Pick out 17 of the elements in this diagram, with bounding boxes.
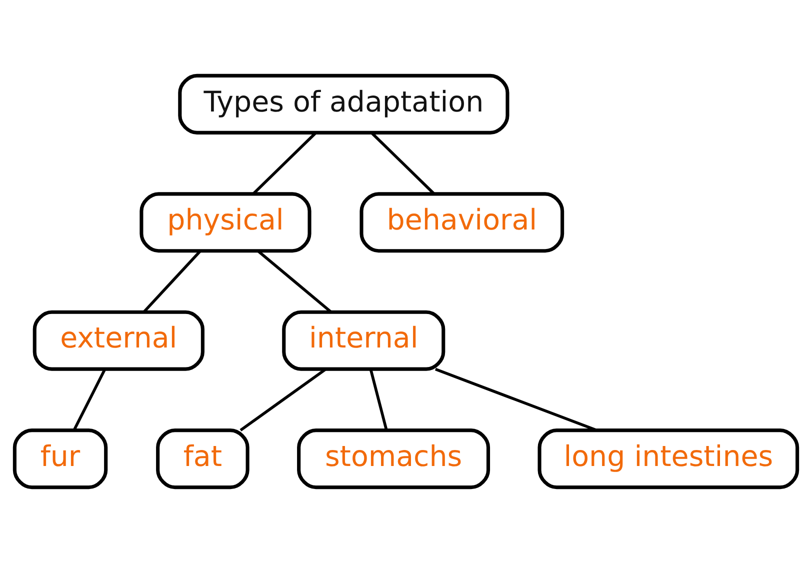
node-box: fur xyxy=(12,428,108,490)
connector xyxy=(72,368,106,431)
connector xyxy=(434,368,597,432)
node-box: fat xyxy=(156,428,249,490)
node-box: Types of adaptation xyxy=(178,74,509,134)
connector xyxy=(370,132,435,195)
connector xyxy=(368,369,388,431)
node-box: physical xyxy=(139,192,311,253)
connector xyxy=(252,132,316,195)
node-box: stomachs xyxy=(296,428,490,490)
connector xyxy=(256,250,332,314)
node-box: behavioral xyxy=(359,192,564,253)
node-box: internal xyxy=(282,310,445,371)
connector xyxy=(239,368,326,432)
node-box: long intestines xyxy=(537,428,799,490)
node-box: external xyxy=(32,310,204,371)
connector xyxy=(142,250,201,313)
